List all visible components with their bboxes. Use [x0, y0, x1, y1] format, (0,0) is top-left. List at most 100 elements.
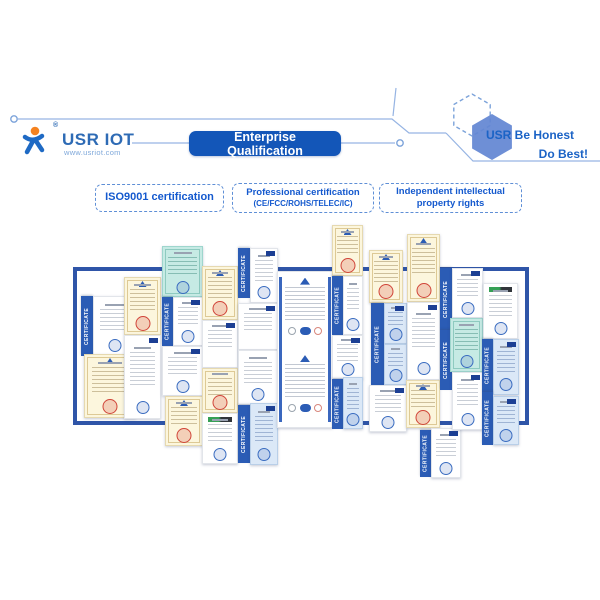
category-label-text: Independent intellectual: [396, 186, 505, 198]
certificate-banner: CERTIFICATE: [371, 303, 384, 385]
stamp-icon: [499, 378, 513, 392]
category-label-professional: Professional certification (CE/FCC/ROHS/…: [232, 183, 374, 213]
authority-logo-icon: [300, 277, 310, 285]
text-lines: [168, 251, 197, 278]
text-lines: [497, 345, 515, 374]
certificate: [431, 428, 461, 478]
stamp-icon: [176, 280, 189, 294]
stamp-icon: [340, 257, 355, 273]
stamp-icon: [212, 394, 228, 410]
stamp-icon: [389, 328, 402, 342]
certificate: [332, 335, 363, 379]
text-lines: [457, 379, 478, 408]
certificate: [452, 268, 483, 318]
text-lines: [435, 433, 457, 459]
stamp-icon: [439, 461, 453, 475]
text-lines: [92, 362, 128, 394]
category-label-iso9001: ISO9001 certification: [95, 184, 224, 212]
stamp-icon: [102, 398, 118, 414]
text-lines: [346, 283, 360, 313]
certificate: [493, 339, 519, 395]
stamp-icon: [460, 355, 473, 369]
logo-url: www.usriot.com: [64, 148, 121, 157]
badge-icon: [266, 306, 275, 311]
certificate: [165, 396, 203, 446]
stamp-icon: [416, 282, 431, 298]
text-lines: [457, 273, 478, 299]
category-label-subtext: property rights: [416, 198, 485, 209]
certificate: [407, 234, 440, 302]
stamp-icon: [257, 448, 271, 461]
certificate: [250, 248, 278, 303]
stamp-icon: [135, 316, 150, 332]
certificate: [406, 380, 440, 428]
authority-logo-icon: [106, 358, 114, 364]
text-lines: [207, 325, 233, 350]
text-lines: [177, 302, 199, 328]
text-lines: [412, 243, 435, 276]
text-lines: [207, 372, 233, 396]
text-lines: [254, 410, 274, 442]
stamp-icon: [313, 404, 322, 413]
stamp-icon: [288, 404, 297, 413]
certificate: [162, 346, 203, 396]
badge-icon: [266, 251, 275, 256]
certificate: [202, 368, 238, 413]
certificate-section: [285, 277, 325, 347]
stamp-icon: [181, 329, 195, 343]
stamp-icon: [213, 447, 227, 461]
badge-icon: [149, 338, 158, 343]
usr-logo[interactable]: ® USR IOT www.usriot.com: [20, 122, 170, 162]
stamp-icon: [499, 428, 513, 442]
certificate: [493, 396, 519, 445]
text-lines: [455, 324, 478, 352]
stamp-icon: [313, 326, 322, 335]
stamp-row: [285, 326, 325, 335]
stamp-icon: [378, 284, 394, 300]
certificate: [450, 318, 483, 372]
text-lines: [244, 356, 272, 384]
stamp-icon: [251, 388, 265, 402]
certificate: [202, 266, 238, 320]
certificate: [384, 303, 407, 344]
certificate: [277, 271, 333, 428]
text-lines: [254, 254, 274, 282]
certificate: [124, 277, 161, 335]
authority-logo-icon: [300, 355, 310, 363]
stamp-icon: [346, 318, 360, 332]
text-lines: [207, 272, 233, 300]
badge-icon: [351, 338, 360, 343]
stamp-icon: [257, 286, 271, 300]
certificate: [369, 250, 403, 303]
certificate-banner: CERTIFICATE: [482, 392, 493, 445]
text-lines: [346, 383, 360, 409]
stamp-icon: [341, 362, 354, 376]
stamp-icon: [212, 301, 228, 317]
logo-title: USR IOT: [62, 130, 135, 149]
badge-icon: [395, 306, 404, 311]
text-lines: [488, 289, 513, 318]
text-lines: [285, 286, 325, 323]
text-lines: [129, 284, 156, 313]
badge-icon: [226, 323, 235, 328]
stamp-icon: [299, 404, 311, 413]
certificate-banner: CERTIFICATE: [238, 248, 250, 298]
badge-icon: [191, 300, 200, 305]
usr-runner-icon: [22, 126, 45, 155]
certificate-banner: CERTIFICATE: [238, 405, 250, 463]
stamp-icon: [494, 322, 507, 336]
certificate: [202, 320, 238, 368]
certificate-banner: CERTIFICATE: [162, 297, 173, 346]
slogan-line-2: Do Best!: [538, 147, 588, 161]
certificate: [407, 302, 440, 380]
text-lines: [207, 418, 233, 445]
certificate: [384, 344, 407, 385]
certificate: [483, 283, 518, 339]
text-lines: [387, 347, 404, 370]
certificate: [369, 385, 407, 432]
certificate: [332, 225, 363, 276]
enterprise-qualification-button[interactable]: Enterprise Qualification: [189, 130, 341, 158]
stamp-icon: [461, 413, 474, 427]
text-lines: [285, 364, 325, 401]
certificate: [238, 303, 278, 350]
